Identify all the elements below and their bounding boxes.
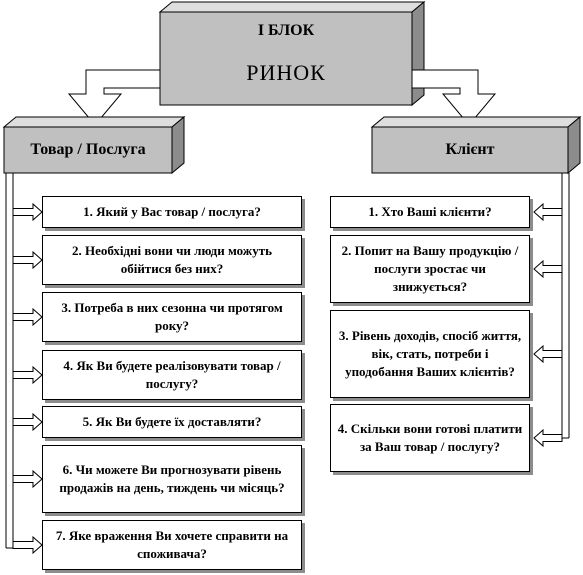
connector-arrow — [12, 307, 43, 327]
right-category-title: Клієнт — [445, 141, 495, 158]
connector-arrow — [12, 202, 43, 222]
connector-arrow — [533, 344, 563, 364]
connector-arrow — [12, 412, 43, 432]
connector-arrow — [533, 428, 563, 448]
connector-arrow — [533, 259, 563, 279]
top-block-subtitle: РИНОК — [246, 60, 326, 85]
left-question-box: 6. Чи можете Ви прогнозувати рівень прод… — [42, 445, 302, 513]
left-question-box: 2. Необхідні вони чи люди можуть обійтис… — [42, 235, 302, 285]
connector-arrow — [12, 535, 43, 555]
right-question-box: 2. Попит на Вашу продукцію / послуги зро… — [330, 235, 530, 303]
left-question-box: 1. Який у Вас товар / послуга? — [42, 196, 302, 228]
connector-arrow — [12, 250, 43, 270]
right-question-box: 4. Скільки вони готові платити за Ваш то… — [330, 404, 530, 472]
left-hollow-arrow — [67, 69, 161, 126]
left-category-title: Товар / Послуга — [30, 141, 146, 158]
connector-arrow — [12, 365, 43, 385]
left-question-box: 4. Як Ви будете реалізовувати товар / по… — [42, 350, 302, 400]
connector-arrow — [533, 202, 563, 222]
right-hollow-arrow — [411, 69, 497, 126]
right-question-box: 3. Рівень доходів, спосіб життя, вік, ст… — [330, 310, 530, 398]
right-category-shape — [370, 115, 582, 175]
connector-arrow — [12, 469, 43, 489]
top-block-title: І БЛОК — [257, 22, 315, 39]
right-question-box: 1. Хто Ваші клієнти? — [330, 196, 530, 228]
left-question-box: 5. Як Ви будете їх доставляти? — [42, 406, 302, 438]
left-category-shape — [2, 115, 186, 175]
left-question-box: 3. Потреба в них сезонна чи протягом рок… — [42, 292, 302, 342]
left-question-box: 7. Яке враження Ви хочете справити на сп… — [42, 520, 302, 570]
